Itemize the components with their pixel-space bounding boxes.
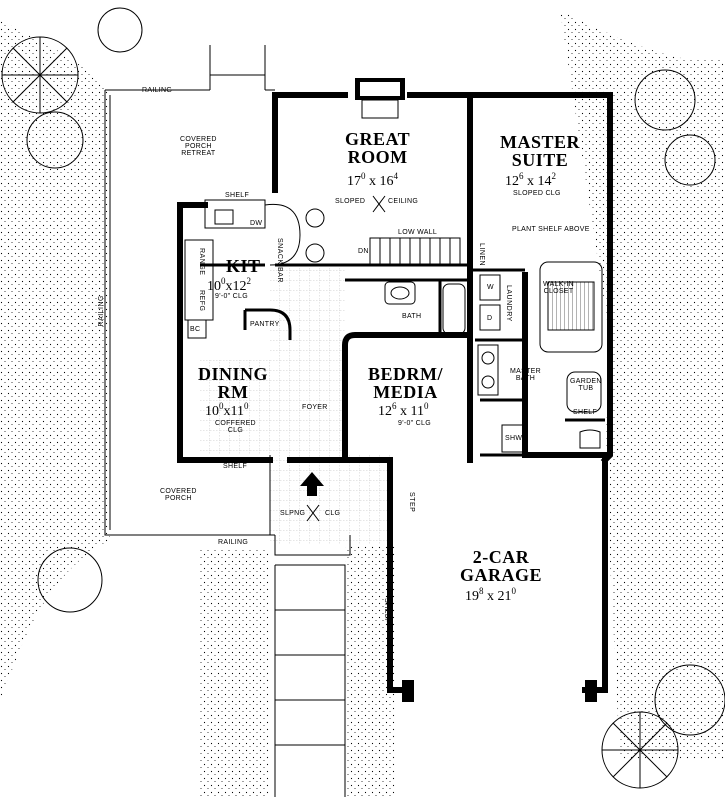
entry-arrow <box>300 472 324 496</box>
bedroom-note: 9'-0" CLG <box>398 420 431 427</box>
step-label: STEP <box>408 492 415 513</box>
great-room-note-right: CEILING <box>388 198 419 205</box>
shelf-bath-label: SHELF <box>573 409 598 416</box>
linen-label: LINEN <box>478 243 485 267</box>
kitchen-note: 9'-0" CLG <box>215 293 248 300</box>
foyer-label: FOYER <box>302 404 328 411</box>
shelf-kitchen-label: SHELF <box>225 192 250 199</box>
great-room-dims: 170 x 164 <box>347 171 398 189</box>
bath-label: BATH <box>402 313 422 320</box>
bedroom-label: BEDRM/MEDIA <box>368 364 443 402</box>
refg-label: REFG <box>198 290 205 312</box>
snack-bar-label: SNACK BAR <box>276 238 283 283</box>
dryer-label: D <box>487 315 493 322</box>
covered-porch-label: COVERED PORCH <box>160 488 197 502</box>
laundry-label: LAUNDRY <box>505 285 512 322</box>
clg-label: CLG <box>325 510 341 517</box>
shelf-dining-label: SHELF <box>223 463 248 470</box>
kitchen-counters <box>184 199 325 339</box>
slpng-label: SLPNG <box>280 510 306 517</box>
dn-label: DN <box>358 248 369 255</box>
covered-porch-retreat-label: COVERED PORCH RETREAT <box>180 136 217 157</box>
trees <box>1 7 725 789</box>
dw-label: DW <box>250 220 263 227</box>
bath-fixtures <box>384 261 603 453</box>
shelf-garage-label: SHELF <box>383 598 390 624</box>
master-suite-dims: 126 x 142 <box>505 171 556 189</box>
tile-floors <box>200 265 390 545</box>
railing-left-label: RAILING <box>98 295 105 327</box>
railing-top-label: RAILING <box>142 87 173 94</box>
shower-label: SHWR <box>505 435 528 442</box>
range-label: RANGE <box>198 248 205 276</box>
great-room-note-left: SLOPED <box>335 198 366 205</box>
kitchen-dims: 100x122 <box>207 276 251 294</box>
interior-walls <box>200 263 605 457</box>
bc-label: BC <box>190 326 201 333</box>
railing-bottom-label: RAILING <box>218 539 249 546</box>
stairs <box>369 237 461 267</box>
pantry-label: PANTRY <box>250 321 280 328</box>
garage-dims: 198 x 210 <box>465 586 516 604</box>
kitchen-label: KIT <box>226 256 261 276</box>
dining-dims: 100x110 <box>205 401 249 419</box>
plant-shelf-label: PLANT SHELF ABOVE <box>512 226 590 233</box>
washer-label: W <box>487 284 494 291</box>
bedroom-dims: 126 x 110 <box>378 401 429 419</box>
low-wall-label: LOW WALL <box>398 229 438 236</box>
landscape-stipple <box>0 10 725 797</box>
master-suite-note: SLOPED CLG <box>513 190 561 197</box>
porch-outline <box>104 45 391 797</box>
